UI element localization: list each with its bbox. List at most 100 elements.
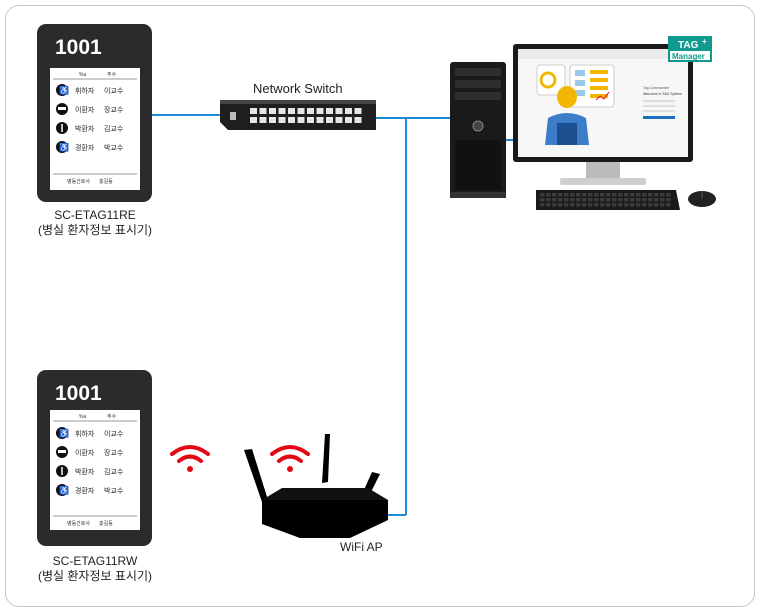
device-1-model: SC-ETAG11RE (54, 208, 136, 222)
wifi-signal-icon (170, 445, 210, 472)
keyboard-key (648, 198, 653, 202)
switch-port (345, 117, 352, 123)
switch-port (259, 108, 267, 114)
connection-lines (152, 114, 518, 516)
switch-port (269, 117, 276, 123)
keyboard-key (570, 198, 575, 202)
keyboard-key (636, 203, 641, 207)
monitor: Tag Commander Welcome to TAG System (513, 44, 693, 185)
device-row-2: 이환자 장교수 (56, 103, 124, 115)
keyboard-key (582, 193, 587, 197)
keyboard-key (588, 198, 593, 202)
switch-port (278, 117, 286, 123)
power-button-icon (472, 120, 484, 132)
svg-text:박환자: 박환자 (75, 467, 95, 476)
svg-text:병동간호사: 병동간호사 (67, 178, 90, 185)
keyboard-key (540, 198, 545, 202)
svg-text:Welcome to TAG System: Welcome to TAG System (643, 92, 682, 96)
keyboard-key (660, 198, 665, 202)
switch-port (354, 117, 362, 123)
wifi-router (244, 434, 388, 538)
keyboard-key (606, 198, 611, 202)
keyboard-key (558, 203, 563, 207)
keyboard-key (606, 193, 611, 197)
tag-badge-top: TAG (678, 40, 699, 51)
keyboard-key (666, 203, 671, 207)
switch-port (288, 117, 295, 123)
device-row-3: 박환자 김교수 (56, 122, 124, 134)
keyboard-key (546, 203, 551, 207)
keyboard-key (582, 198, 587, 202)
switch-port (316, 117, 324, 123)
keyboard-key (576, 193, 581, 197)
device-2-label: SC-ETAG11RW (병실 환자정보 표시기) (15, 554, 175, 584)
svg-text:박교수: 박교수 (104, 486, 124, 495)
keyboard-key (642, 193, 647, 197)
keyboard-key (588, 193, 593, 197)
wifi-signal-icon (270, 445, 310, 472)
device-row-1: ♿ 휘하자 이교수 (56, 427, 124, 439)
keyboard-key (654, 198, 659, 202)
wheelchair-icon (56, 141, 68, 153)
switch-port (307, 108, 314, 114)
switch-port (326, 108, 333, 114)
keyboard-key (648, 193, 653, 197)
switch-port (345, 108, 352, 114)
svg-text:장교수: 장교수 (104, 105, 124, 114)
switch-port (297, 108, 305, 114)
svg-text:홍길동: 홍길동 (99, 520, 113, 527)
switch-port (259, 117, 267, 123)
switch-port (316, 108, 324, 114)
keyboard-key (624, 203, 629, 207)
keyboard-key (552, 193, 557, 197)
device-row-1: ♿ 휘하자 이교수 (56, 84, 124, 96)
svg-text:휘하자: 휘하자 (75, 429, 95, 438)
switch-port (354, 108, 362, 114)
device-row-4: ♿ 경환자 박교수 (56, 141, 124, 153)
switch-port (288, 108, 295, 114)
keyboard-key (582, 203, 587, 207)
keyboard-key (612, 203, 617, 207)
keyboard-key (576, 198, 581, 202)
keyboard-key (630, 198, 635, 202)
keyboard-key (612, 198, 617, 202)
switch-port (250, 117, 257, 123)
wheelchair-icon (56, 427, 68, 439)
keyboard-key (624, 198, 629, 202)
keyboard-key (654, 203, 659, 207)
keyboard-key (600, 198, 605, 202)
keyboard-key (606, 203, 611, 207)
keyboard-key (564, 193, 569, 197)
keyboard-key (594, 198, 599, 202)
switch-port (326, 117, 333, 123)
device-number: 1001 (55, 36, 102, 59)
svg-text:%a: %a (79, 414, 86, 420)
device-number: 1001 (55, 382, 102, 405)
svg-text:박교수: 박교수 (104, 143, 124, 152)
device-1-desc: (병실 환자정보 표시기) (37, 223, 153, 237)
keyboard-key (552, 198, 557, 202)
tag-badge-bottom: Manager (672, 52, 705, 61)
keyboard-key (546, 193, 551, 197)
keyboard-key (660, 193, 665, 197)
keyboard-key (630, 193, 635, 197)
keyboard (536, 190, 680, 210)
tag-manager-badge: TAG + Manager (668, 36, 712, 62)
keyboard-key (618, 203, 623, 207)
keyboard-key (570, 203, 575, 207)
svg-text:♿: ♿ (59, 428, 69, 438)
svg-text:주수: 주수 (107, 414, 117, 420)
keyboard-key (600, 203, 605, 207)
svg-text:이교수: 이교수 (104, 86, 124, 95)
network-switch: Network Switch (220, 81, 376, 130)
keyboard-key (570, 193, 575, 197)
keyboard-key (558, 198, 563, 202)
device-row-2: 이환자 장교수 (56, 446, 124, 458)
svg-text:Tag Commander: Tag Commander (643, 86, 670, 90)
keyboard-key (594, 193, 599, 197)
svg-text:휘하자: 휘하자 (75, 86, 95, 95)
keyboard-key (636, 193, 641, 197)
keyboard-key (564, 198, 569, 202)
svg-text:이환자: 이환자 (75, 105, 95, 114)
